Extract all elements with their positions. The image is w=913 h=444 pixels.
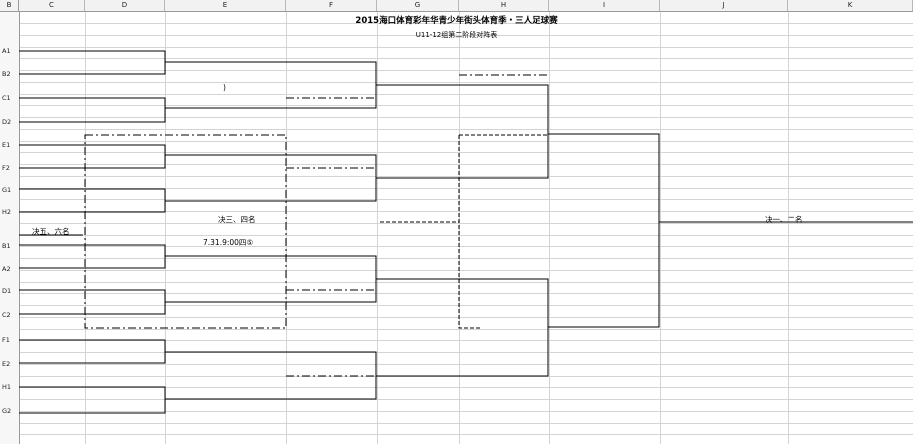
team-label[interactable]: C2 (2, 311, 11, 319)
team-label[interactable]: A2 (2, 265, 11, 273)
bracket-box (19, 50, 166, 75)
label-1st-2nd[interactable]: 决一、二名 (765, 215, 803, 224)
team-label[interactable]: F1 (2, 336, 10, 344)
column-header-i[interactable]: I (549, 0, 660, 11)
team-label[interactable]: C1 (2, 94, 11, 102)
team-label[interactable]: D1 (2, 287, 12, 295)
team-label[interactable]: G1 (2, 186, 12, 194)
sheet-title[interactable]: 2015海口体育彩年华青少年街头体育季・三人足球赛 (355, 16, 558, 26)
bracket-box (19, 188, 166, 213)
column-header-f[interactable]: F (286, 0, 377, 11)
team-label[interactable]: E1 (2, 141, 11, 149)
column-header-bar (0, 0, 913, 12)
team-label[interactable]: B2 (2, 70, 11, 78)
corner-header[interactable]: B (0, 0, 19, 11)
column-header-h[interactable]: H (459, 0, 549, 11)
column-header-c[interactable]: C (19, 0, 85, 11)
column-header-j[interactable]: J (660, 0, 788, 11)
bracket-box (376, 84, 549, 179)
column-header-d[interactable]: D (85, 0, 165, 11)
team-label[interactable]: A1 (2, 47, 11, 55)
team-label[interactable]: H1 (2, 383, 12, 391)
team-label[interactable]: D2 (2, 118, 12, 126)
bracket-box (548, 133, 660, 328)
label-5th-6th[interactable]: 决五、六名 (32, 227, 70, 236)
row-label-gutter (0, 12, 20, 444)
label-3rd-4th[interactable]: 决三、四名 (218, 215, 256, 224)
team-label[interactable]: H2 (2, 208, 12, 216)
sheet-subtitle[interactable]: U11-12组第二阶段对阵表 (415, 31, 498, 39)
bracket-box (19, 244, 166, 269)
column-header-e[interactable]: E (165, 0, 286, 11)
team-label[interactable]: B1 (2, 242, 11, 250)
bracket-box (19, 97, 166, 123)
bracket-box (19, 144, 166, 169)
bracket-box (165, 351, 377, 400)
bracket-box (19, 386, 166, 414)
bracket-box (165, 154, 377, 202)
bracket-box (165, 255, 377, 303)
dashed-bracket (84, 134, 287, 329)
dashed-bracket (458, 135, 480, 329)
stray-mark[interactable]: ) (223, 83, 226, 92)
bracket-box (19, 289, 166, 315)
team-label[interactable]: G2 (2, 407, 12, 415)
match-time[interactable]: 7.31.9:00四⑤ (203, 238, 254, 247)
bracket-box (19, 339, 166, 364)
team-label[interactable]: E2 (2, 360, 11, 368)
team-label[interactable]: F2 (2, 164, 10, 172)
column-header-g[interactable]: G (377, 0, 459, 11)
bracket-box (165, 61, 377, 109)
